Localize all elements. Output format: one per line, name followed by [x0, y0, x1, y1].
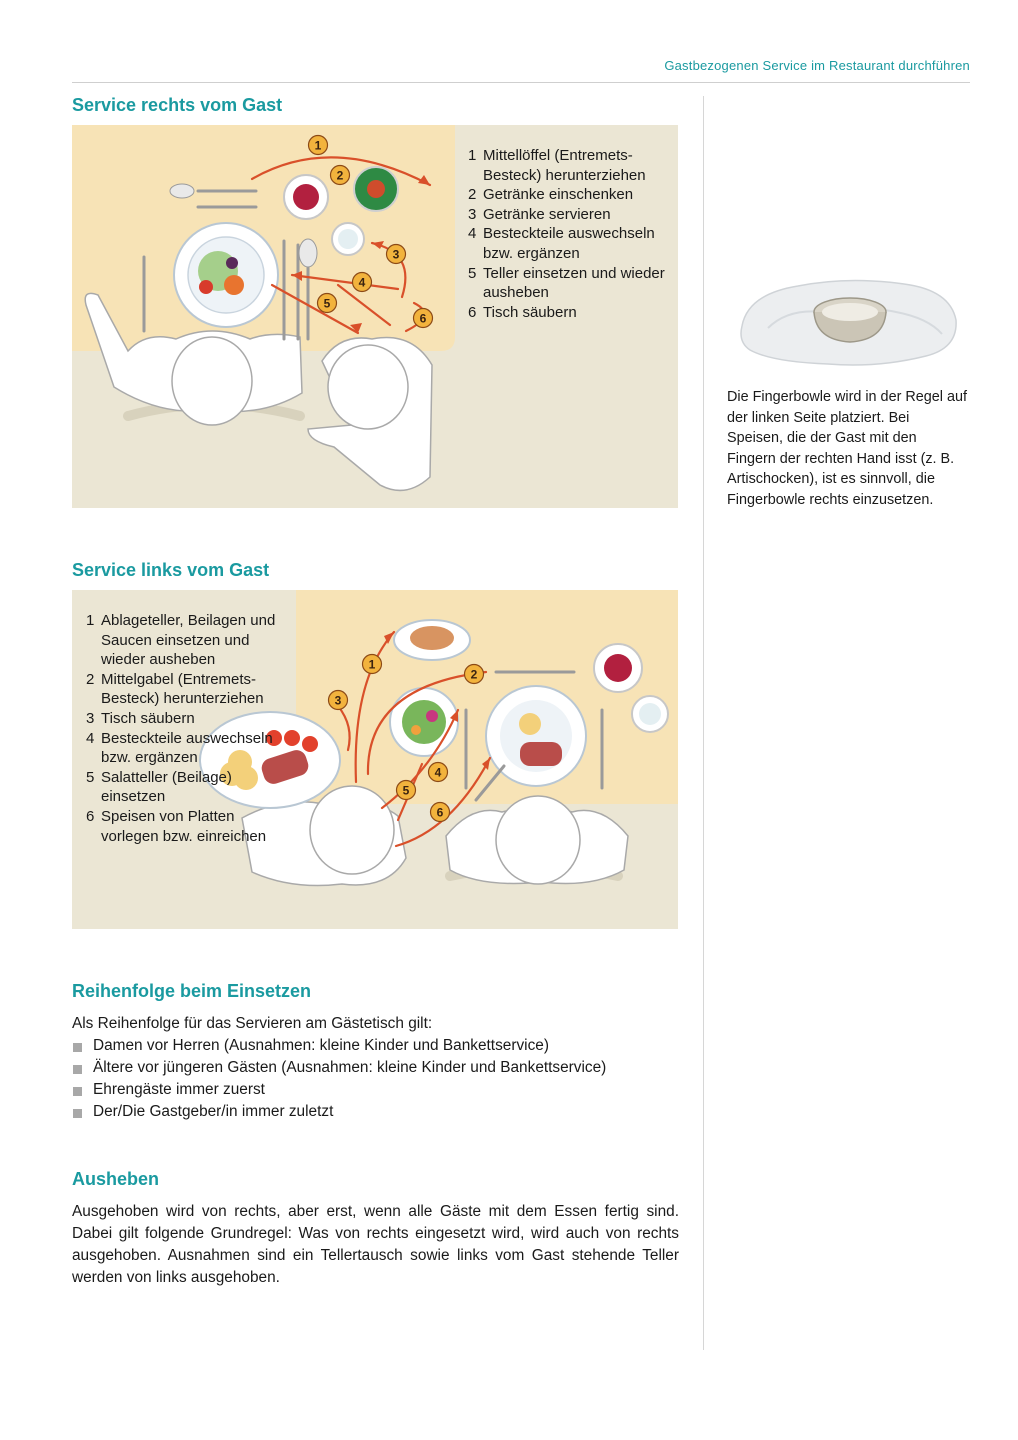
bullet-square-icon: [73, 1109, 82, 1118]
step-badge-4: 4: [427, 761, 449, 783]
step-badge-2: 2: [329, 164, 351, 186]
step-badge-6: 6: [412, 307, 434, 329]
cutlery: [142, 189, 310, 341]
cutlery: [464, 670, 604, 802]
svg-text:4: 4: [435, 766, 442, 780]
heading-service-links: Service links vom Gast: [72, 560, 270, 580]
svg-text:5: 5: [403, 784, 410, 798]
running-title: Gastbezogenen Service im Restaurant durc…: [664, 58, 970, 73]
table-surface: [296, 590, 678, 804]
waiter-head: [327, 344, 409, 430]
step-badge-3: 3: [385, 243, 407, 265]
ausheben-paragraph: Ausgehoben wird von rechts, aber erst, w…: [72, 1203, 679, 1286]
step-badges: 1 2 3 4 5 6: [327, 653, 485, 823]
reihenfolge-intro: Als Reihenfolge für das Servieren am Gäs…: [72, 1015, 433, 1032]
svg-text:2: 2: [471, 668, 478, 682]
svg-text:1: 1: [369, 658, 376, 672]
arrowheads: [292, 175, 430, 333]
svg-text:1: 1: [315, 139, 322, 153]
list-item: Der/Die Gastgeber/in immer zuletzt: [72, 1101, 679, 1123]
step-badge-3: 3: [327, 689, 349, 711]
reihenfolge-list: Damen vor Herren (Ausnahmen: kleine Kind…: [72, 1035, 679, 1123]
step-badge-6: 6: [429, 801, 451, 823]
step-badge-4: 4: [351, 271, 373, 293]
svg-text:6: 6: [437, 806, 444, 820]
illustration-rechts-drawing: 1 2 3 4 5 6: [72, 125, 455, 492]
guest-head: [495, 795, 581, 885]
step-badge-1: 1: [361, 653, 383, 675]
svg-text:3: 3: [393, 248, 400, 262]
step-badge-1: 1: [307, 134, 329, 156]
illustration-links-drawing: 1 2 3 4 5 6: [199, 590, 678, 887]
fingerbowl-caption: Die Fingerbowle wird in der Regel auf de…: [727, 389, 967, 508]
svg-text:2: 2: [337, 169, 344, 183]
bullet-square-icon: [73, 1043, 82, 1052]
svg-text:6: 6: [420, 312, 427, 326]
column-divider: [703, 96, 704, 1350]
svg-text:3: 3: [335, 694, 342, 708]
guest-head: [171, 336, 253, 426]
step-badge-2: 2: [463, 663, 485, 685]
svg-text:5: 5: [324, 297, 331, 311]
heading-service-rechts: Service rechts vom Gast: [72, 95, 283, 115]
header-divider: [72, 82, 970, 83]
waiter-head: [309, 785, 395, 875]
step-badges: 1 2 3 4 5 6: [307, 134, 434, 329]
list-item: Damen vor Herren (Ausnahmen: kleine Kind…: [72, 1035, 679, 1057]
fingerbowl-photo: [740, 279, 957, 366]
step-badge-5: 5: [395, 779, 417, 801]
heading-reihenfolge: Reihenfolge beim Einsetzen: [72, 981, 312, 1001]
list-item: Ältere vor jüngeren Gästen (Ausnahmen: k…: [72, 1057, 679, 1079]
svg-text:4: 4: [359, 276, 366, 290]
step-badge-5: 5: [316, 292, 338, 314]
bullet-square-icon: [73, 1065, 82, 1074]
list-item: Ehrengäste immer zuerst: [72, 1079, 679, 1101]
bullet-square-icon: [73, 1087, 82, 1096]
heading-ausheben: Ausheben: [72, 1169, 160, 1189]
